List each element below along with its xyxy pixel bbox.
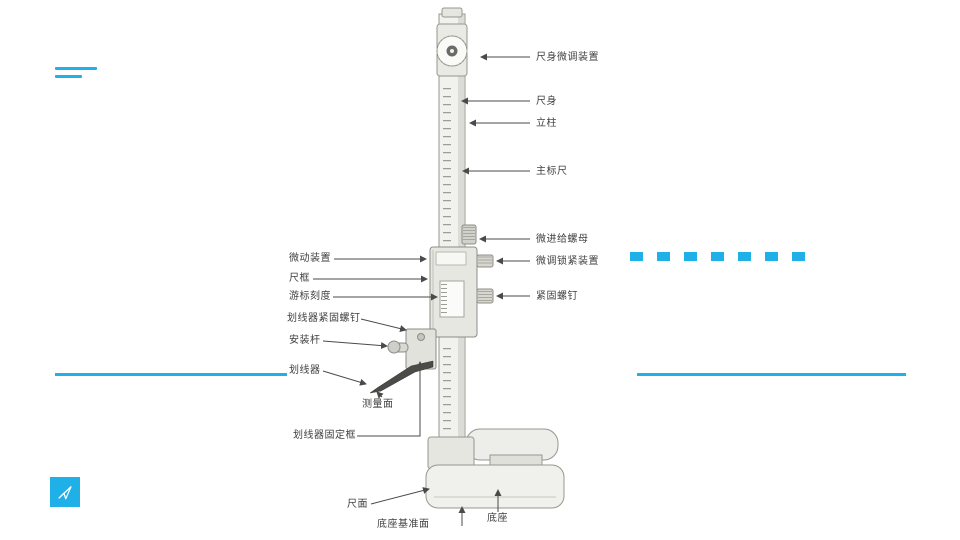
divider-line-right xyxy=(637,373,906,376)
divider-line-left xyxy=(55,373,287,376)
label-base-datum-face: 底座基准面 xyxy=(377,519,430,530)
label-mounting-rod: 安装杆 xyxy=(289,335,321,346)
decor-dash xyxy=(630,252,643,261)
label-beam: 尺身 xyxy=(536,96,557,107)
decor-dash xyxy=(765,252,778,261)
hamburger-bar xyxy=(55,67,97,70)
paper-plane-icon xyxy=(58,486,72,500)
paper-plane-button[interactable] xyxy=(50,477,80,507)
decor-dash-row xyxy=(630,252,805,261)
decor-dash xyxy=(657,252,670,261)
label-beam-fine-adjust: 尺身微调装置 xyxy=(536,52,599,63)
decor-dash xyxy=(792,252,805,261)
height-gauge-illustration xyxy=(369,7,565,509)
label-column: 立柱 xyxy=(536,118,557,129)
label-vernier-scale: 游标刻度 xyxy=(289,291,331,302)
label-base: 底座 xyxy=(487,513,508,524)
decor-dash xyxy=(711,252,724,261)
decor-dash xyxy=(684,252,697,261)
label-slider-frame: 尺框 xyxy=(289,273,310,284)
label-scale-face: 尺面 xyxy=(347,499,368,510)
label-scriber: 划线器 xyxy=(289,365,321,376)
label-scriber-clamp-screw: 划线器紧固螺钉 xyxy=(287,313,361,324)
hamburger-icon[interactable] xyxy=(55,67,97,83)
label-main-scale: 主标尺 xyxy=(536,166,568,177)
label-clamp-screw: 紧固螺钉 xyxy=(536,291,578,302)
label-fine-feed-nut: 微进给螺母 xyxy=(536,234,589,245)
label-measuring-face: 测量面 xyxy=(362,399,394,410)
label-fine-lock-device: 微调锁紧装置 xyxy=(536,256,599,267)
leader-lines xyxy=(313,53,530,526)
label-scriber-holder: 划线器固定框 xyxy=(293,430,356,441)
decor-dash xyxy=(738,252,751,261)
label-fine-movement: 微动装置 xyxy=(289,253,331,264)
hamburger-bar xyxy=(55,75,82,78)
